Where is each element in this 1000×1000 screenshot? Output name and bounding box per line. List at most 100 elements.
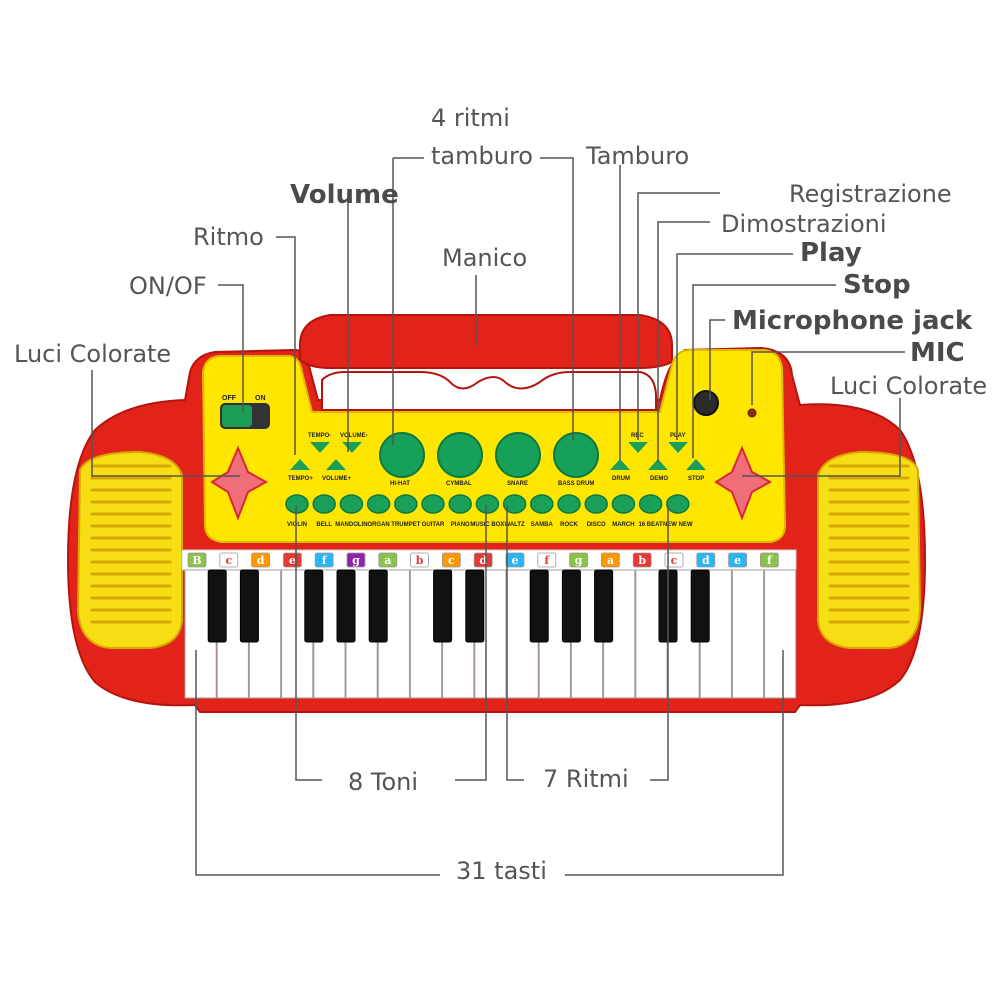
stop-button[interactable]	[686, 459, 706, 470]
white-key[interactable]	[731, 569, 765, 699]
leader-7-ritmi-b	[650, 505, 669, 781]
sound-label: VIOLIN	[287, 522, 307, 528]
sound-label: MANDOLIN	[335, 522, 367, 528]
leader-luci-right	[742, 398, 901, 477]
note-tag	[760, 552, 779, 568]
callout-8-toni: 8 Toni	[348, 768, 419, 796]
yellow-panel	[201, 349, 787, 543]
demo-button[interactable]	[648, 459, 668, 470]
note-tag-letter: c	[225, 554, 232, 567]
black-key[interactable]	[465, 569, 485, 643]
sound-label: 16 BEAT	[638, 522, 663, 528]
callout-play: Play	[800, 238, 862, 268]
sound-button[interactable]	[366, 494, 391, 514]
leader-8-toni-b	[455, 505, 487, 781]
sound-button[interactable]	[421, 494, 445, 514]
sound-label: DISCO	[587, 522, 606, 528]
black-key[interactable]	[561, 569, 581, 643]
rec-button[interactable]	[628, 442, 648, 453]
tempo-plus-button[interactable]	[290, 459, 310, 470]
callout-microphone-jack: Microphone jack	[732, 306, 973, 336]
black-key[interactable]	[529, 569, 549, 643]
black-key[interactable]	[690, 569, 710, 643]
sound-button[interactable]	[666, 494, 690, 514]
note-tag	[601, 552, 620, 568]
callout-4-ritmi: 4 ritmi	[431, 104, 510, 132]
power-switch-knob[interactable]	[222, 405, 252, 427]
leader-onoff	[218, 284, 244, 412]
note-tag	[505, 552, 525, 568]
sound-label: WALTZ	[504, 522, 525, 528]
note-tag	[346, 552, 366, 568]
leader-mic	[751, 351, 905, 405]
black-key[interactable]	[368, 569, 388, 643]
note-tag	[728, 552, 747, 568]
right-speaker-grille	[828, 464, 910, 624]
black-key[interactable]	[433, 569, 453, 643]
sound-label: ORGAN	[367, 522, 389, 528]
volume-minus-label: VOLUME-	[340, 433, 368, 439]
callout-onoff: ON/OF	[129, 272, 207, 300]
sound-button[interactable]	[475, 494, 500, 514]
tempo-minus-button[interactable]	[310, 442, 330, 453]
note-tag	[314, 552, 334, 568]
sound-label: BELL	[316, 522, 332, 528]
sound-button[interactable]	[611, 494, 636, 514]
callout-mic: MIC	[910, 338, 965, 368]
sound-button[interactable]	[339, 494, 364, 514]
play-button[interactable]	[668, 442, 688, 453]
sound-button[interactable]	[584, 494, 608, 514]
callout-registrazione: Registrazione	[789, 180, 952, 208]
sound-button[interactable]	[448, 494, 472, 514]
callout-luci-left: Luci Colorate	[14, 340, 172, 368]
sound-buttons	[285, 494, 690, 514]
sound-label: PIANO	[451, 522, 470, 528]
tempo-plus-label: TEMPO+	[288, 476, 313, 482]
black-keys	[207, 569, 710, 643]
leader-31-tasti-b	[565, 650, 784, 876]
black-key[interactable]	[207, 569, 227, 643]
hi-hat-pad[interactable]	[379, 432, 425, 478]
note-tag-letter: g	[575, 554, 583, 567]
black-key[interactable]	[304, 569, 324, 643]
leader-8-toni-a	[295, 505, 322, 781]
switch-on-label: ON	[255, 395, 266, 402]
black-key[interactable]	[594, 569, 614, 643]
note-tag	[537, 552, 557, 568]
microphone-jack[interactable]	[693, 390, 719, 416]
white-key[interactable]	[764, 569, 797, 699]
sound-button[interactable]	[530, 494, 554, 514]
sound-button[interactable]	[502, 494, 527, 514]
callout-manico: Manico	[442, 244, 528, 272]
note-tag-letter: b	[638, 554, 646, 567]
volume-plus-label: VOLUME+	[322, 476, 352, 482]
bass-drum-label: BASS DRUM	[558, 481, 594, 487]
sound-button[interactable]	[285, 494, 309, 514]
snare-pad[interactable]	[495, 432, 541, 478]
keyboard-body: OFF ON TEMPO- VOLUME- TEMPO+ VOLUME+ HI-…	[66, 314, 927, 713]
sound-button[interactable]	[394, 494, 418, 514]
bass-drum-pad[interactable]	[553, 432, 599, 478]
sound-button[interactable]	[638, 494, 663, 514]
volume-minus-button[interactable]	[342, 442, 362, 453]
volume-plus-button[interactable]	[326, 459, 346, 470]
leader-stop	[692, 284, 836, 458]
black-key[interactable]	[336, 569, 356, 643]
cymbal-pad[interactable]	[437, 432, 483, 478]
note-tag-letter: c	[448, 554, 455, 567]
note-tag	[441, 552, 461, 568]
leader-tamburo-right	[540, 157, 574, 440]
note-tag	[282, 552, 302, 568]
tempo-minus-label: TEMPO-	[308, 433, 331, 439]
note-tag	[696, 552, 716, 568]
sound-button[interactable]	[312, 494, 336, 514]
black-key[interactable]	[239, 569, 259, 643]
note-tag	[569, 552, 588, 568]
sound-button[interactable]	[557, 494, 581, 514]
callout-ritmo: Ritmo	[193, 223, 264, 251]
drum-button[interactable]	[610, 459, 630, 470]
note-tag-letter: e	[289, 554, 296, 567]
